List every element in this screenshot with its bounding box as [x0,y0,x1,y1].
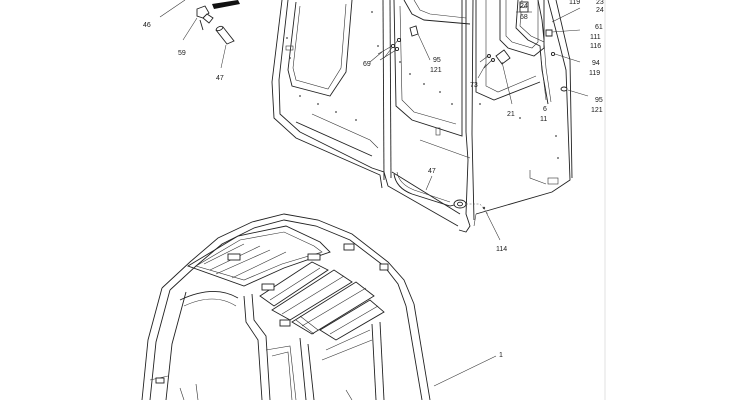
part-label-47a: 47 [216,75,224,82]
part-label-68: 68 [520,14,528,21]
clip-part-73 [479,54,495,69]
leader-6 [539,49,547,101]
part-label-1: 1 [499,352,503,359]
cab-shell-part-1 [141,213,497,400]
part-label-119a: 119 [569,0,580,6]
latch-part-21 [495,49,511,65]
part-label-46: 46 [143,22,151,29]
leader-61 [551,29,581,33]
part-label-121b: 121 [591,107,603,114]
leader-73 [477,63,487,79]
leader-114 [485,211,501,241]
leader-21 [501,61,513,105]
part-number-labels: 46 59 47 69 95 121 24 68 73 21 6 11 119 … [143,0,604,359]
part-label-95b: 95 [595,97,603,104]
grommet-part-94 [550,51,556,57]
part-label-95a: 95 [433,57,441,64]
part-label-116: 116 [590,43,601,50]
part-label-69: 69 [363,61,371,68]
clamp-part-114 [466,203,489,215]
part-label-21: 21 [507,111,515,118]
part-label-11: 11 [540,116,547,123]
part-label-111: 111 [590,34,601,41]
fastener-part-61 [545,29,553,37]
bracket-part-95a [409,25,419,37]
window-latch-24 [516,1,532,13]
part-label-6: 6 [543,106,547,113]
part-label-23: 23 [596,0,604,6]
leader-46 [159,0,186,18]
fitting-part-59 [196,5,214,31]
part-label-59: 59 [178,50,186,57]
leader-59 [182,17,198,41]
leader-47b [425,175,433,191]
leader-23 [551,7,581,23]
callout-leaders [369,5,589,241]
leader-95b [567,89,589,97]
cable-part-47b [393,171,467,209]
part-label-73: 73 [470,82,478,89]
part-label-24: 24 [520,3,528,10]
leader-95a [417,33,431,61]
part-label-114: 114 [496,246,507,253]
part-label-119b: 119 [589,70,600,77]
part-label-24b: 24 [596,7,604,14]
leader-24 [519,5,527,9]
small-parts-group [159,0,240,69]
cab-frame-assembly [271,0,573,233]
plug-part-95b [560,86,568,92]
part-label-47b: 47 [428,168,436,175]
arrow-bracket-part [212,0,240,9]
part-label-94: 94 [592,60,600,67]
leader-47a [220,44,227,69]
part-label-61: 61 [595,24,603,31]
part-label-121a: 121 [430,67,442,74]
leader-69 [369,51,383,63]
pin-part-47 [215,25,235,45]
wire-harness-part-69 [377,37,402,61]
leader-94 [554,53,581,63]
